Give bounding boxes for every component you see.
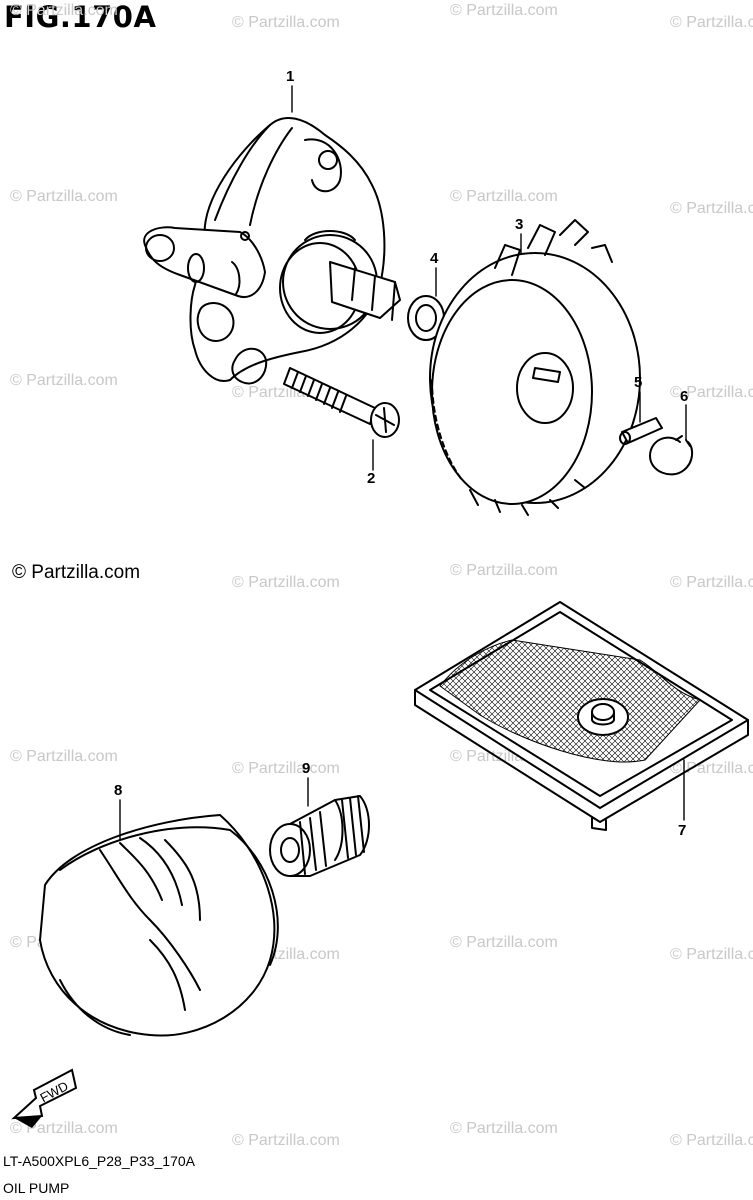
watermark-text: © Partzilla.com [450,934,558,951]
watermark-text: © Partzilla.com [670,1132,753,1149]
callout-5: 5 [634,374,643,391]
union-bolt [269,795,370,877]
figure-title: FIG.170A [4,0,157,34]
watermark-text: © Partzilla.com [10,748,118,765]
callout-3: 3 [515,216,524,233]
watermark-text: © Partzilla.com [232,574,340,591]
watermark-text: © Partzilla.com [670,14,753,31]
watermark-text: © Partzilla.com [232,14,340,31]
watermark-text: © Partzilla.com [670,200,753,217]
watermark-text: © Partzilla.com [10,372,118,389]
drive-gear [429,219,641,516]
callout-8: 8 [114,782,123,799]
watermark-text: © Partzilla.com [670,946,753,963]
figure-name: OIL PUMP [3,1180,70,1196]
watermark-main: © Partzilla.com [12,562,141,583]
fwd-label: FWD [38,1078,71,1105]
figure-code: LT-A500XPL6_P28_P33_170A [3,1153,196,1169]
oil-filter [39,814,279,1037]
callout-1: 1 [286,68,295,85]
watermark-text: © Partzilla.com [450,188,558,205]
callout-7: 7 [678,822,687,839]
callout-6: 6 [680,388,689,405]
bolt [283,367,400,438]
watermark-text: © Partzilla.com [670,760,753,777]
callout-9: 9 [302,760,311,777]
watermark-text: © Partzilla.com [670,384,753,401]
watermark-text: © Partzilla.com [670,574,753,591]
watermark-text: © Partzilla.com [450,2,558,19]
watermark-text: © Partzilla.com [232,1132,340,1149]
circlip [649,435,694,476]
watermark-text: © Partzilla.com [450,562,558,579]
oil-strainer [414,601,749,831]
oil-pump-body [143,117,401,385]
watermark-text: © Partzilla.com [232,760,340,777]
fwd-arrow: FWD [11,1068,78,1128]
callout-4: 4 [430,250,439,267]
watermark-text: © Partzilla.com [10,1120,118,1137]
callout-2: 2 [367,470,376,487]
pin [619,417,663,445]
watermark-text: © Partzilla.com [10,2,118,19]
watermark-text: © Partzilla.com [450,1120,558,1137]
watermark-text: © Partzilla.com [10,188,118,205]
